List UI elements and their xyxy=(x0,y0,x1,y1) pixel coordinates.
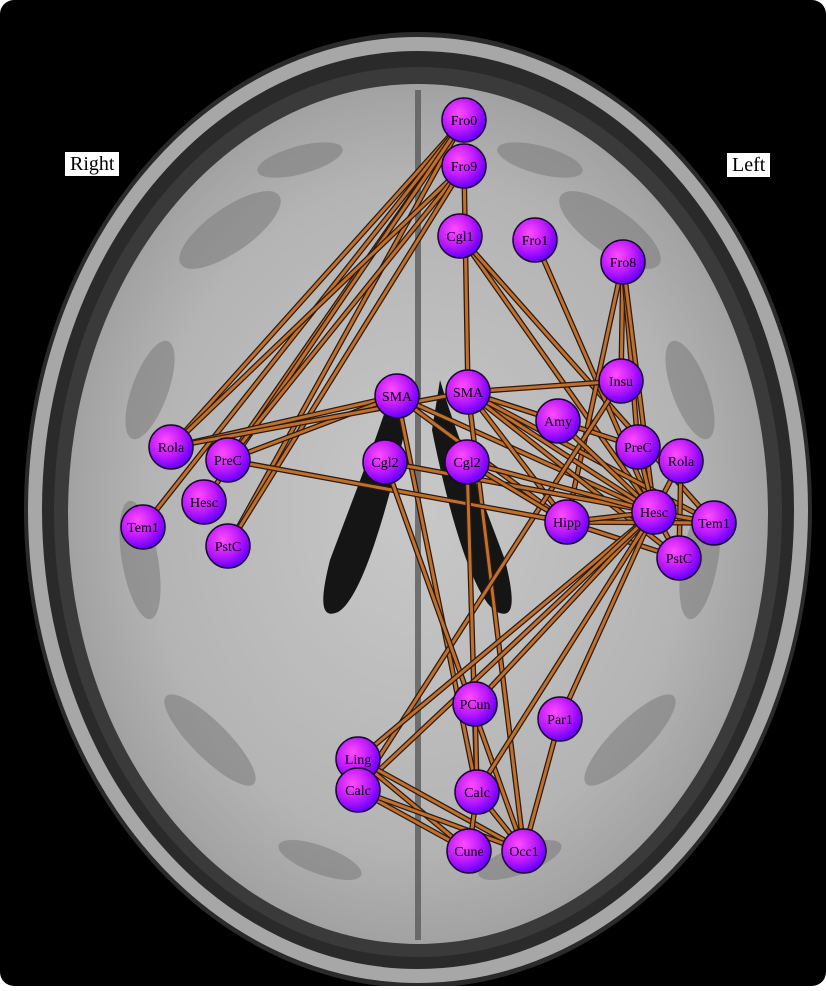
node-par1: Par1 xyxy=(538,697,582,741)
right-hemisphere-label: Right xyxy=(64,151,120,177)
node-fro9: Fro9 xyxy=(442,144,486,188)
node-label: PCun xyxy=(459,698,490,713)
node-label: Rola xyxy=(158,441,185,456)
node-label: PreC xyxy=(624,441,652,456)
node-label: Ling xyxy=(345,753,371,768)
node-label: Fro8 xyxy=(610,256,636,271)
node-cgl2: Cgl2 xyxy=(445,440,489,484)
node-occ1: Occ1 xyxy=(502,829,546,873)
node-label: Cgl2 xyxy=(453,456,480,471)
node-sma: SMA xyxy=(446,370,490,414)
node-rola: Rola xyxy=(659,439,703,483)
node-hesc: Hesc xyxy=(632,490,676,534)
node-label: Occ1 xyxy=(509,845,539,860)
node-amy: Amy xyxy=(536,399,580,443)
node-cgl1: Cgl1 xyxy=(438,214,482,258)
node-label: PreC xyxy=(214,454,242,469)
node-pcun: PCun xyxy=(453,682,497,726)
node-label: PstC xyxy=(666,552,692,567)
node-label: Rola xyxy=(668,455,695,470)
node-label: Calc xyxy=(345,784,371,799)
node-label: Calc xyxy=(464,786,490,801)
node-tem1: Tem1 xyxy=(121,505,165,549)
node-fro0: Fro0 xyxy=(442,98,486,142)
node-label: Hipp xyxy=(553,516,581,531)
node-tem1: Tem1 xyxy=(692,501,736,545)
node-hipp: Hipp xyxy=(545,500,589,544)
node-label: Fro9 xyxy=(451,160,477,175)
node-sma: SMA xyxy=(375,374,419,418)
node-label: Amy xyxy=(544,415,572,430)
node-hesc: Hesc xyxy=(182,480,226,524)
node-label: Cune xyxy=(454,845,484,860)
node-fro8: Fro8 xyxy=(601,240,645,284)
node-calc: Calc xyxy=(336,768,380,812)
node-label: Hesc xyxy=(190,496,218,511)
node-label: Tem1 xyxy=(127,521,159,536)
node-label: Tem1 xyxy=(698,517,730,532)
node-label: Cgl1 xyxy=(446,230,473,245)
node-cune: Cune xyxy=(447,829,491,873)
node-prec: PreC xyxy=(206,438,250,482)
node-label: Cgl2 xyxy=(371,456,398,471)
node-pstc: PstC xyxy=(657,536,701,580)
node-label: Fro1 xyxy=(522,234,548,249)
node-rola: Rola xyxy=(149,425,193,469)
node-label: Hesc xyxy=(640,506,668,521)
left-hemisphere-label: Left xyxy=(726,152,771,178)
node-label: Fro0 xyxy=(451,114,477,129)
node-fro1: Fro1 xyxy=(513,218,557,262)
node-pstc: PstC xyxy=(206,524,250,568)
node-label: Par1 xyxy=(547,713,573,728)
node-calc: Calc xyxy=(455,770,499,814)
node-label: SMA xyxy=(382,390,413,405)
node-prec: PreC xyxy=(616,425,660,469)
node-label: Insu xyxy=(609,375,633,390)
node-label: PstC xyxy=(215,540,241,555)
node-insu: Insu xyxy=(599,359,643,403)
node-cgl2: Cgl2 xyxy=(363,440,407,484)
node-label: SMA xyxy=(453,386,484,401)
